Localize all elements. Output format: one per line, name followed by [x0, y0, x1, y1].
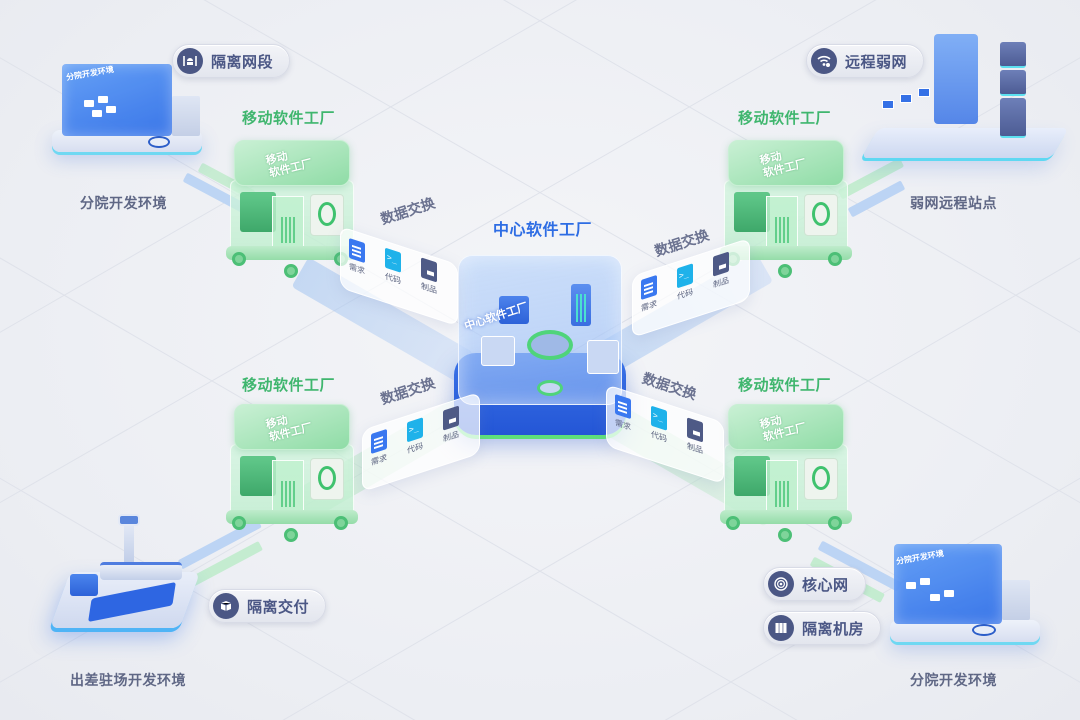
- exchange-item-code: 代码: [385, 247, 401, 287]
- code-file-icon: [385, 247, 401, 273]
- requirement-doc-icon: [641, 274, 657, 301]
- mobile-factory-bottom-right: 移动软件工厂: [720, 404, 852, 544]
- requirement-doc-icon: [615, 393, 631, 420]
- badge-isolated-delivery: 隔离交付: [208, 589, 327, 623]
- mobile-factory-title-tr: 移动软件工厂: [738, 109, 832, 127]
- artifact-box-icon: [687, 417, 703, 443]
- exchange-item-requirement: 需求: [615, 393, 631, 433]
- exchange-item-code: 代码: [407, 417, 423, 456]
- site-label-field: 出差驻场开发环境: [70, 673, 186, 689]
- artifact-box-icon: [713, 251, 729, 277]
- exchange-item-requirement: 需求: [641, 274, 657, 314]
- mobile-factory-title-bl: 移动软件工厂: [242, 376, 336, 394]
- mobile-factory-top-left: 移动软件工厂: [226, 140, 358, 280]
- server-room-icon: [768, 615, 794, 641]
- package-delivery-icon: [213, 593, 239, 619]
- site-label-branch-bottom-right: 分院开发环境: [910, 673, 997, 689]
- center-factory-title: 中心软件工厂: [493, 220, 593, 239]
- exchange-item-artifact: 制品: [713, 251, 729, 290]
- weak-wifi-icon: [811, 48, 837, 74]
- exchange-item-code: 代码: [677, 263, 693, 302]
- code-file-icon: [407, 417, 423, 443]
- mobile-factory-title-tl: 移动软件工厂: [242, 109, 336, 127]
- exchange-item-artifact: 制品: [421, 257, 437, 296]
- exchange-item-artifact: 制品: [687, 417, 703, 456]
- site-label-remote: 弱网远程站点: [910, 196, 997, 212]
- badge-core-network: 核心网: [763, 567, 866, 601]
- badge-isolated-segment: 隔离网段: [172, 44, 291, 78]
- badge-weak-network: 远程弱网: [806, 44, 925, 78]
- mobile-factory-bottom-left: 移动软件工厂: [226, 404, 358, 544]
- exchange-item-requirement: 需求: [349, 237, 365, 277]
- exchange-item-code: 代码: [651, 405, 667, 445]
- code-file-icon: [651, 405, 667, 431]
- center-software-factory: 中心软件工厂: [448, 245, 632, 440]
- artifact-box-icon: [443, 405, 459, 431]
- exchange-item-requirement: 需求: [371, 428, 387, 468]
- artifact-box-icon: [421, 257, 437, 283]
- code-file-icon: [677, 263, 693, 289]
- core-network-icon: [768, 571, 794, 597]
- requirement-doc-icon: [349, 237, 365, 264]
- site-label-branch-top-left: 分院开发环境: [80, 196, 167, 212]
- exchange-item-artifact: 制品: [443, 405, 459, 444]
- isolated-segment-icon: [177, 48, 203, 74]
- requirement-doc-icon: [371, 428, 387, 455]
- badge-isolated-server-room: 隔离机房: [763, 611, 882, 645]
- mobile-factory-title-br: 移动软件工厂: [738, 376, 832, 394]
